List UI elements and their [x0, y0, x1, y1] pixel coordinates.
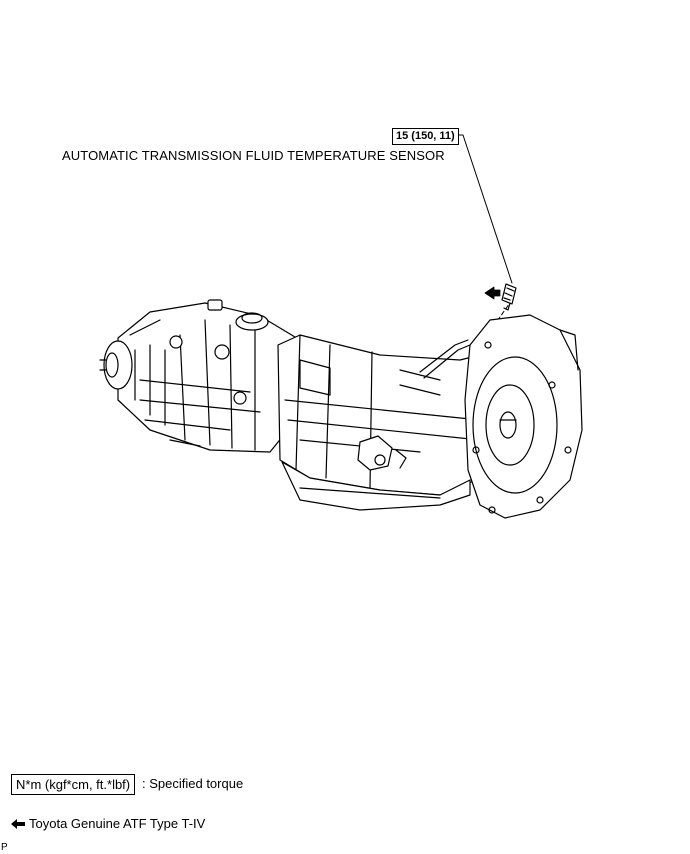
legend-torque-description: : Specified torque [142, 776, 244, 791]
bell-housing [464, 314, 583, 519]
left-arrow-icon [11, 818, 25, 829]
fluid-temperature-sensor [501, 283, 517, 311]
leader-line [451, 134, 513, 284]
extension-housing [99, 299, 301, 453]
legend-atf-row: Toyota Genuine ATF Type T-IV [11, 816, 205, 831]
corner-mark: P [1, 842, 8, 853]
legend-torque-units: N*m (kgf*cm, ft.*lbf) [11, 774, 136, 795]
part-label: AUTOMATIC TRANSMISSION FLUID TEMPERATURE… [62, 148, 445, 163]
transmission-case [277, 334, 501, 511]
torque-spec-box: 15 (150, 11) [392, 128, 459, 145]
legend-atf-text: Toyota Genuine ATF Type T-IV [29, 816, 206, 831]
apply-atf-arrow-icon [484, 286, 501, 300]
